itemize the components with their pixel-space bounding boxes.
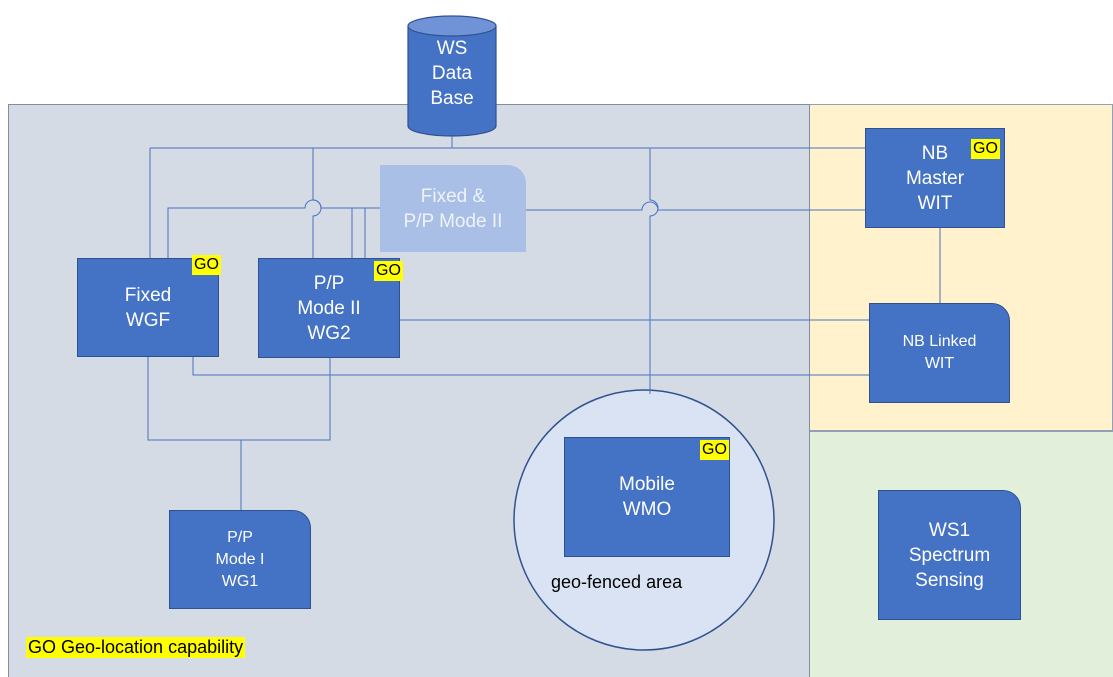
pp-mode2-wg2-node: P/P Mode II WG2 (258, 258, 400, 358)
connection-wires (147, 136, 941, 510)
node-line: WG2 (307, 322, 351, 344)
database-line: Data (431, 63, 473, 84)
pp-mode1-wg1-node: P/P Mode I WG1 (169, 510, 311, 609)
node-line: Spectrum (908, 544, 991, 566)
database-label: WS Data Base (408, 36, 496, 111)
node-line: Mode II (297, 297, 361, 319)
geofence-label: geo-fenced area (551, 572, 683, 592)
node-line: WIT (917, 192, 953, 214)
node-line: NB Linked (902, 333, 977, 350)
node-line: Sensing (915, 569, 984, 591)
go-badge: GO (700, 440, 729, 460)
node-line: WS1 (928, 519, 971, 541)
node-line: Fixed & (420, 185, 486, 207)
node-line: P/P (313, 272, 345, 294)
node-line: Mobile (619, 474, 675, 495)
node-line: P/P Mode II (403, 210, 503, 232)
wire-mid-bus-right (525, 201, 865, 211)
wire-mid-bus (167, 199, 380, 258)
go-badge: GO (971, 139, 1000, 159)
database-line: Base (430, 88, 474, 109)
nb-master-wit-node: NB Master WIT (865, 128, 1005, 228)
node-line: Mode I (215, 550, 265, 568)
node-line: NB (921, 142, 949, 164)
node-line: P/P (227, 528, 253, 546)
go-badge: GO (374, 261, 403, 281)
fixed-pp-mode2-node: Fixed & P/P Mode II (380, 165, 526, 252)
wire-wgf-down (147, 356, 331, 441)
node-line: Fixed (124, 284, 172, 306)
node-line: WGF (125, 309, 171, 331)
wire-wgf-nblinked (192, 356, 870, 376)
mobile-wmo-node: Mobile WMO (564, 437, 730, 557)
node-line: WG1 (221, 572, 259, 590)
database-line: WS (436, 38, 468, 59)
legend: GO Geo-location capability (26, 637, 246, 658)
node-line: WIT (924, 355, 955, 372)
node-line: Master (905, 167, 965, 189)
wire-bus-wmo (649, 148, 659, 394)
go-badge: GO (192, 255, 221, 275)
nb-linked-wit-node: NB Linked WIT (869, 303, 1010, 403)
ws1-spectrum-sensing-node: WS1 Spectrum Sensing (878, 490, 1021, 620)
node-line: WMO (622, 499, 672, 520)
